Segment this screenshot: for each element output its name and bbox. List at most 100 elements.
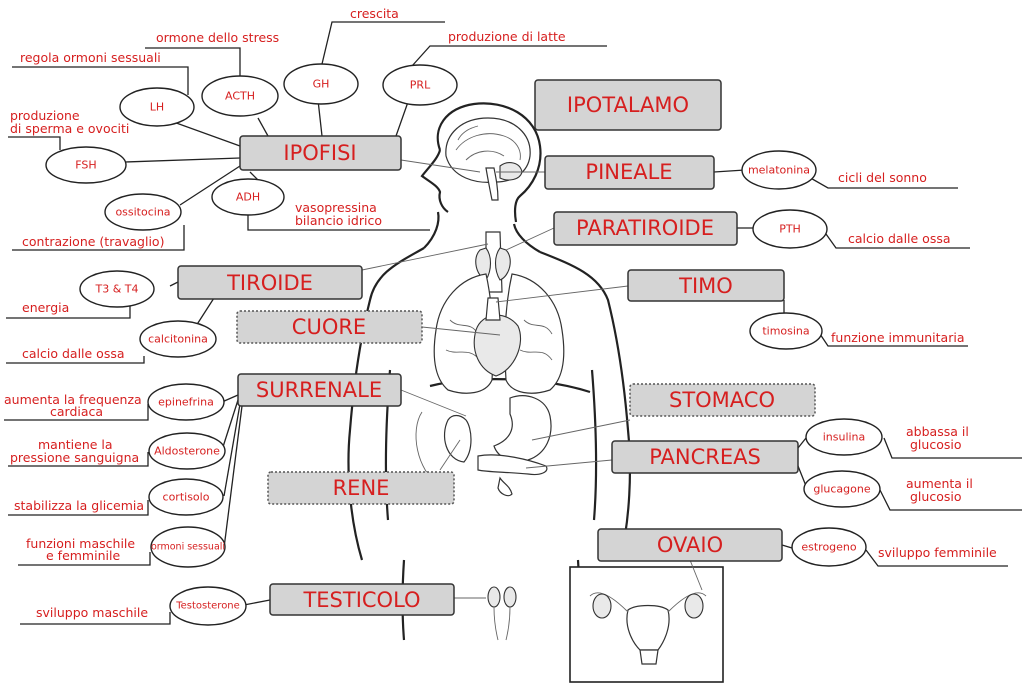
hormone-ormoni-sessuali: ormoni sessuali [150,526,226,568]
organ-label: OVAIO [657,533,723,557]
hormone-glucagone: glucagone [803,470,881,508]
hormone-label: ormoni sessuali [151,542,225,553]
function-regola-ormoni: regola ormoni sessuali [20,50,161,65]
hormone-prl: PRL [382,64,458,106]
thyroid-illustration [475,231,511,293]
hormone-label: ADH [236,191,260,204]
function-pressione-l1: mantiene la [38,437,113,452]
lungs-illustration [433,273,565,394]
function-aumenta-l1: aumenta il [906,476,973,491]
hormone-adh: ADH [211,178,285,216]
organ-label: SURRENALE [256,378,382,402]
hormone-lh: LH [119,87,195,127]
testes-illustration [487,586,517,641]
function-vasopressina-l2: bilancio idrico [295,213,382,228]
hormone-label: melatonina [748,164,810,177]
hormone-insulina: insulina [805,418,883,456]
organ-label: STOMACO [669,388,775,412]
hormone-label: GH [313,78,330,91]
organ-cuore: CUORE [236,310,423,344]
organ-tiroide: TIROIDE [177,265,363,300]
function-pressione-l2: pressione sanguigna [10,450,139,465]
organ-ipofisi: IPOFISI [239,135,402,171]
organ-pancreas: PANCREAS [611,440,799,474]
organ-testicolo: TESTICOLO [269,583,455,616]
function-produzione-sperma-l1: produzione [10,108,80,123]
function-abbassa-l1: abbassa il [906,424,969,439]
organ-label: IPOFISI [283,141,356,165]
function-abbassa-l2: glucosio [910,437,961,452]
hormone-epinefrina: epinefrina [147,383,225,421]
function-contrazione: contrazione (travaglio) [22,234,164,249]
organ-label: PARATIROIDE [576,216,714,240]
function-produzione-latte: produzione di latte [448,29,566,44]
function-sviluppo-femminile: sviluppo femminile [878,545,997,560]
hormone-label: cortisolo [163,491,210,504]
hormone-ossitocina: ossitocina [104,193,182,231]
hormone-label: timosina [762,325,809,338]
organ-paratiroide: PARATIROIDE [553,211,738,246]
hormone-pth: PTH [752,209,828,249]
hormone-label: T3 & T4 [94,283,138,296]
brain-illustration [445,117,531,201]
function-energia: energia [22,300,69,315]
function-pressione: mantiene la pressione sanguigna [10,437,139,465]
function-vasopressina-l1: vasopressina [295,200,377,215]
hormone-timosina: timosina [749,312,823,350]
function-produzione-sperma: produzione di sperma e ovociti [10,108,129,136]
hormone-melatonina: melatonina [741,150,817,190]
organ-label: RENE [333,476,390,500]
organ-pineale: PINEALE [544,155,715,190]
hormone-gh: GH [283,63,359,105]
hormone-label: insulina [823,431,866,444]
hormone-aldosterone: Aldosterone [148,432,226,470]
function-produzione-sperma-l2: di sperma e ovociti [10,121,129,136]
function-calcio-ossa-calc: calcio dalle ossa [22,346,125,361]
function-funzioni-mf-l1: funzioni maschile [26,536,135,551]
connector-lines [4,21,1022,625]
abdomen-illustration [415,395,552,497]
organ-label: PANCREAS [649,445,761,469]
hormone-label: estrogeno [801,541,857,554]
function-vasopressina: vasopressina bilancio idrico [295,200,382,228]
organ-ipotalamo: IPOTALAMO [534,79,722,131]
hormone-label: glucagone [813,483,870,496]
organ-timo: TIMO [627,269,785,302]
function-frequenza: aumenta la frequenza cardiaca [4,392,146,419]
function-ormone-stress: ormone dello stress [156,30,279,45]
function-calcio-ossa-pth: calcio dalle ossa [848,231,951,246]
organ-surrenale: SURRENALE [237,373,402,407]
organ-label: CUORE [292,315,366,339]
hormone-label: LH [150,101,164,114]
function-sviluppo-maschile: sviluppo maschile [36,605,148,620]
hormone-calcitonina: calcitonina [139,320,217,358]
hormone-label: Testosterone [175,601,240,612]
hormone-label: FSH [75,159,96,172]
function-glicemia: stabilizza la glicemia [14,498,144,513]
organ-label: IPOTALAMO [567,93,689,117]
hormone-label: ACTH [225,90,255,103]
function-funzioni-mf-l2: e femminile [46,548,120,563]
organ-ovaio: OVAIO [597,528,783,562]
hormone-label: PRL [410,79,431,92]
hormone-t3t4: T3 & T4 [79,270,155,308]
organ-label: TESTICOLO [302,588,420,612]
organ-rene: RENE [267,471,455,505]
hormone-label: ossitocina [115,206,170,219]
hormone-estrogeno: estrogeno [791,527,867,567]
function-frequenza-l1: aumenta la frequenza [4,392,142,407]
organ-stomaco: STOMACO [629,383,816,417]
function-labels: crescita ormone dello stress produzione … [4,6,997,620]
hormone-label: epinefrina [158,396,214,409]
function-abbassa-glucosio: abbassa il glucosio [906,424,973,452]
organ-label: TIMO [678,274,733,298]
organ-label: TIROIDE [226,271,313,295]
function-frequenza-l2: cardiaca [50,404,103,419]
function-funzioni-mf: funzioni maschile e femminile [26,536,139,563]
hormone-fsh: FSH [45,146,127,184]
function-aumenta-l2: glucosio [910,489,961,504]
organ-label: PINEALE [585,160,672,184]
hormone-acth: ACTH [201,75,279,117]
hormone-label: PTH [779,223,801,236]
